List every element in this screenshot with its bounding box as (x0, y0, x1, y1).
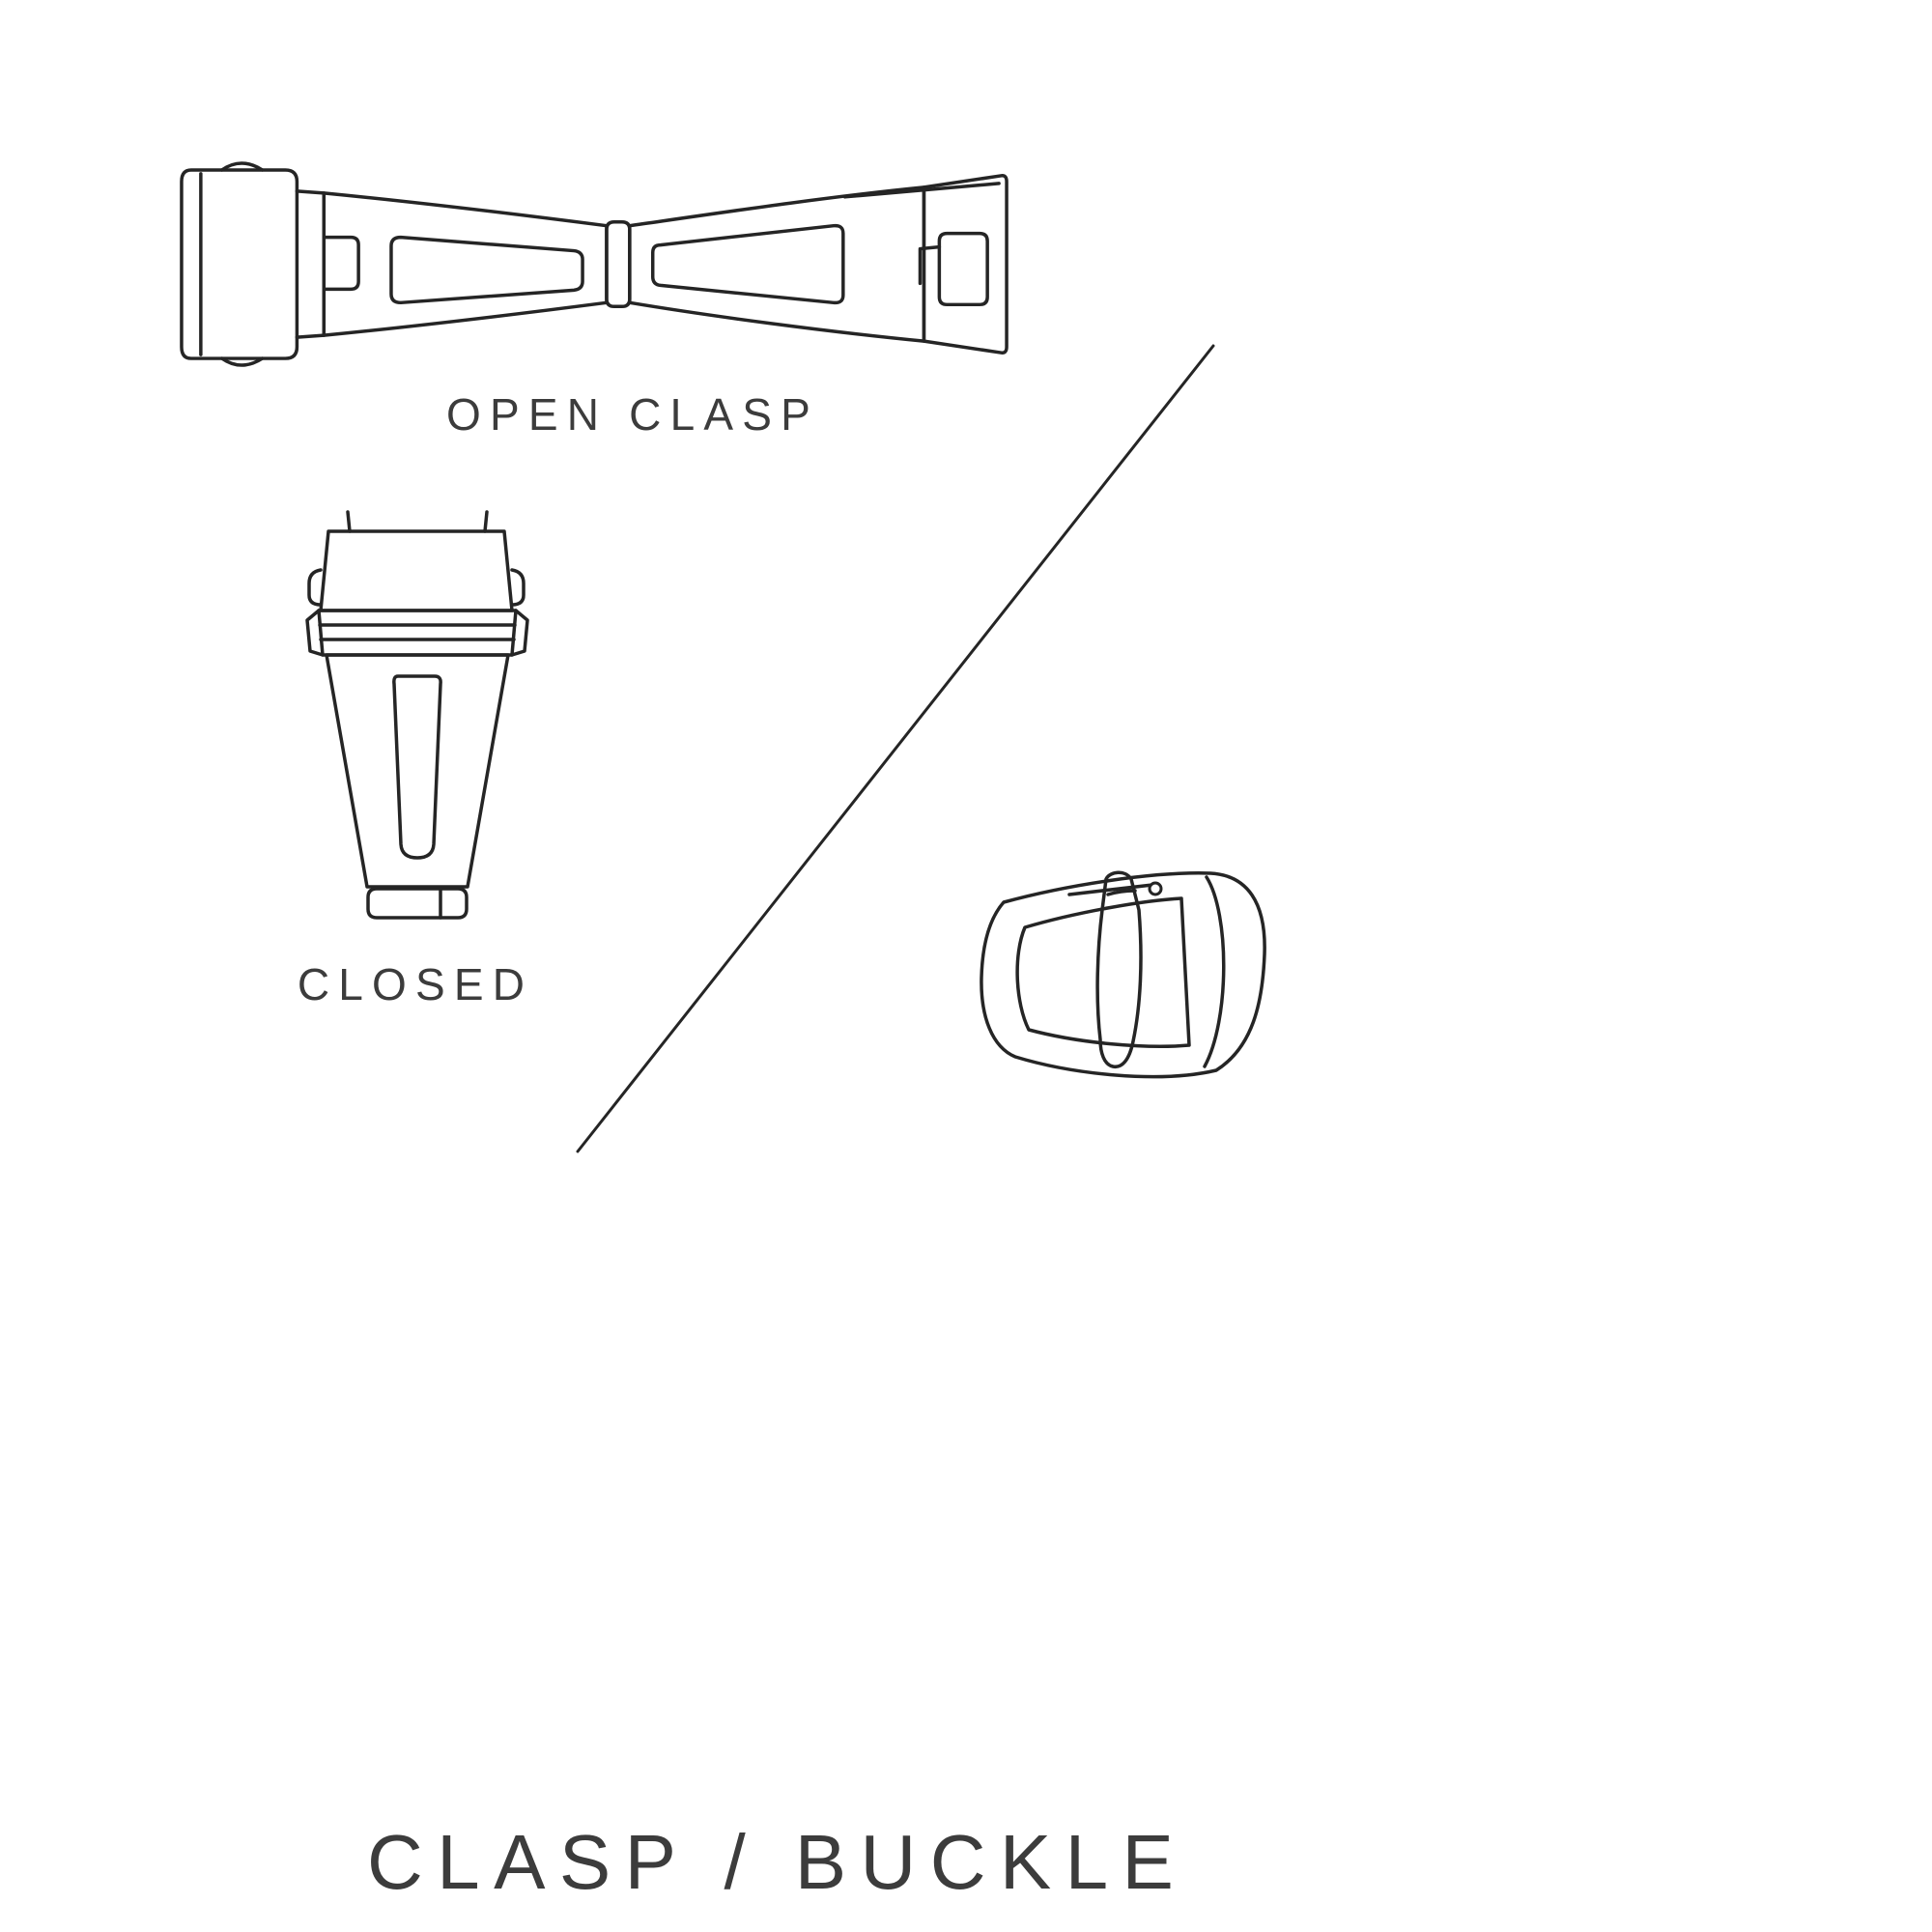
buckle-figure (961, 840, 1290, 1115)
buckle-illustration (980, 870, 1266, 1079)
closed-clasp-figure (296, 508, 539, 933)
page-title: CLASP / BUCKLE (367, 1819, 1188, 1905)
open-clasp-illustration (180, 161, 1009, 367)
closed-clasp-label: CLOSED (297, 959, 534, 1009)
open-clasp-figure (172, 141, 1018, 387)
open-clasp-label: OPEN CLASP (446, 389, 819, 440)
closed-clasp-illustration (305, 510, 529, 920)
